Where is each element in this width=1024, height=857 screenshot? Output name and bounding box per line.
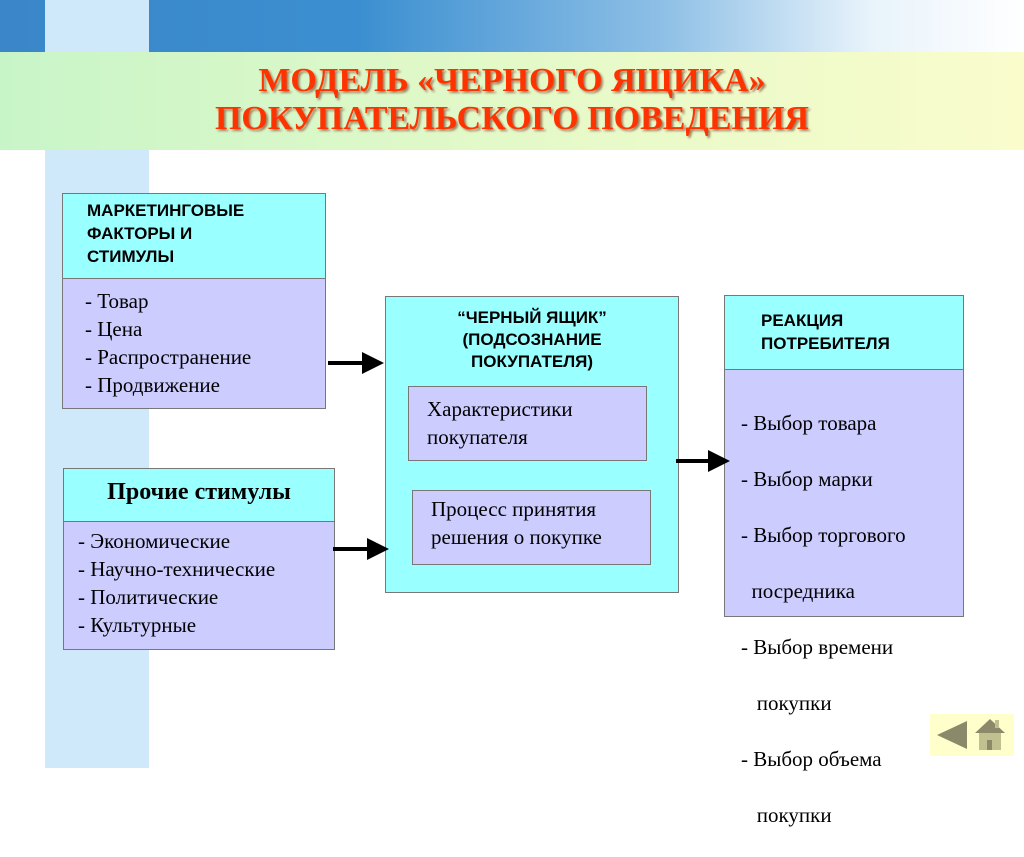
list-item: - Выбор товара xyxy=(741,411,877,435)
marketing-header: МАРКЕТИНГОВЫЕ ФАКТОРЫ И СТИМУЛЫ xyxy=(62,193,326,279)
other-header: Прочие стимулы xyxy=(63,468,335,522)
list-item: посредника xyxy=(741,579,856,603)
text: СТИМУЛЫ xyxy=(87,247,175,266)
text: ФАКТОРЫ И xyxy=(87,224,193,243)
text: решения о покупке xyxy=(431,525,602,549)
text: “ЧЕРНЫЙ ЯЩИК” xyxy=(457,308,607,327)
title-line-1: МОДЕЛЬ «ЧЕРНОГО ЯЩИКА» xyxy=(258,62,766,99)
text: Процесс принятия xyxy=(431,497,597,521)
text: ПОКУПАТЕЛЯ) xyxy=(471,352,593,371)
home-icon[interactable] xyxy=(975,719,1005,750)
list-item: - Выбор марки xyxy=(741,467,873,491)
list-item: - Товар xyxy=(85,289,149,313)
list-item: - Продвижение xyxy=(85,373,220,397)
header-background xyxy=(0,0,1024,54)
list-item: - Цена xyxy=(85,317,143,341)
arrow-right-icon xyxy=(676,450,730,472)
title-band xyxy=(0,52,1024,150)
buyer-characteristics-box: Характеристики покупателя xyxy=(408,386,647,461)
text: (ПОДСОЗНАНИЕ xyxy=(462,330,602,349)
list-item: - Выбор объема xyxy=(741,747,882,771)
arrow-right-icon xyxy=(328,352,384,374)
marketing-body: - Товар - Цена - Распространение - Продв… xyxy=(62,278,326,409)
text: МАРКЕТИНГОВЫЕ xyxy=(87,201,245,220)
decision-process-box: Процесс принятия решения о покупке xyxy=(412,490,651,565)
list-item: - Выбор торгового xyxy=(741,523,906,547)
text: Характеристики xyxy=(427,397,573,421)
reaction-header: РЕАКЦИЯ ПОТРЕБИТЕЛЯ xyxy=(724,295,964,370)
text: ПОТРЕБИТЕЛЯ xyxy=(761,334,890,353)
list-item: - Научно-технические xyxy=(78,557,276,581)
text: покупателя xyxy=(427,425,528,449)
list-item: - Политические xyxy=(78,585,219,609)
list-item: - Культурные xyxy=(78,613,197,637)
list-item: - Выбор времени xyxy=(741,635,894,659)
title-line-2: ПОКУПАТЕЛЬСКОГО ПОВЕДЕНИЯ xyxy=(214,100,809,137)
other-body: - Экономические - Научно-технические - П… xyxy=(63,521,335,650)
list-item: покупки xyxy=(741,691,832,715)
nav-panel xyxy=(930,714,1014,756)
list-item: - Экономические xyxy=(78,529,231,553)
list-item: - Распространение xyxy=(85,345,252,369)
back-icon[interactable] xyxy=(937,721,967,749)
arrow-right-icon xyxy=(333,538,389,560)
list-item: покупки xyxy=(741,803,832,827)
reaction-body: - Выбор товара - Выбор марки - Выбор тор… xyxy=(724,369,964,827)
text: РЕАКЦИЯ xyxy=(761,311,844,330)
